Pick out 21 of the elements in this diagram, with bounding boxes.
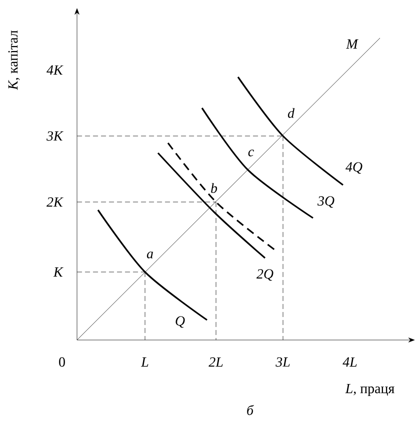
axis-label: 3Q <box>317 196 334 208</box>
axis-label: Q <box>176 316 185 328</box>
axis-label: 4Q <box>346 162 362 174</box>
axis-label: 2Q <box>256 269 274 281</box>
axis-label: 2L <box>208 357 223 367</box>
axis-label: 0 <box>59 357 65 367</box>
axis-label: 4K <box>46 65 64 75</box>
axis-label: M <box>346 39 358 49</box>
caption: б <box>247 404 254 416</box>
axis-label: 3K <box>46 131 64 141</box>
axis-label: c <box>248 150 254 156</box>
axis-label: 4L <box>342 357 357 367</box>
axis-label: 2K <box>46 197 64 207</box>
axis-label: b <box>211 183 218 193</box>
axis-label: K <box>53 267 64 277</box>
axis-label: K, капітал <box>8 30 20 90</box>
axis-label: L <box>140 357 148 367</box>
axis-label: d <box>288 108 295 118</box>
axis-label: a <box>146 252 153 258</box>
axis-label: L, праця <box>345 384 394 396</box>
axis-label: 3L <box>276 357 290 367</box>
